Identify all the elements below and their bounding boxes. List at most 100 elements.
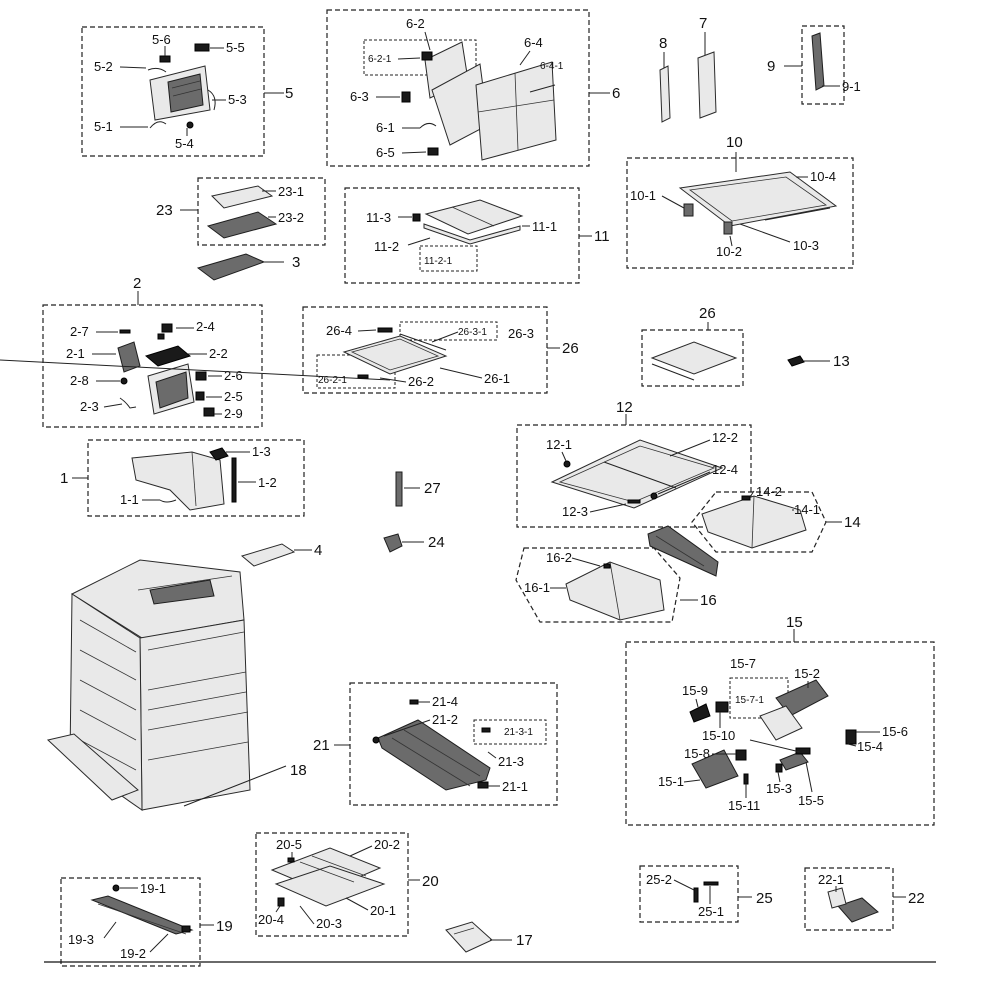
label-15-4: 15-4 xyxy=(857,739,883,754)
group-26-shelf: 26-4 26-3-1 26-3 26-2-1 26-2 26-1 26 xyxy=(0,306,579,394)
label-11-3: 11-3 xyxy=(366,210,391,225)
part-20-basket[interactable] xyxy=(270,847,386,907)
part-12-cover[interactable] xyxy=(550,439,724,509)
part-8[interactable] xyxy=(659,65,671,123)
group-5-box xyxy=(81,26,265,157)
label-15-2: 15-2 xyxy=(794,666,820,681)
label-26-3: 26-3 xyxy=(508,326,534,341)
group-23-box xyxy=(197,177,326,246)
label-5-4: 5-4 xyxy=(175,136,194,151)
part-11-shelf[interactable] xyxy=(412,199,524,245)
label-6-3: 6-3 xyxy=(350,89,369,104)
part-18-cabinet[interactable] xyxy=(46,559,251,811)
part-25-1[interactable] xyxy=(693,887,699,903)
label-24: 24 xyxy=(428,534,445,551)
group-23: 23-1 23-2 23 xyxy=(156,177,326,246)
label-16-1: 16-1 xyxy=(524,580,550,595)
part-drawer-rail[interactable] xyxy=(647,525,719,577)
group-6: 6-2 6-2-1 6-4 6-4-1 6-3 6-1 6-5 6 xyxy=(326,9,620,167)
part-9[interactable] xyxy=(811,32,825,91)
label-9-1: 9-1 xyxy=(842,79,861,94)
label-19: 19 xyxy=(216,918,233,935)
label-15-5: 15-5 xyxy=(798,793,824,808)
label-7: 7 xyxy=(699,15,707,32)
label-21-1: 21-1 xyxy=(502,779,528,794)
label-27: 27 xyxy=(424,480,441,497)
group-20: 20-5 20-2 20-1 20-4 20-3 20 xyxy=(255,832,439,937)
label-5-6: 5-6 xyxy=(152,32,171,47)
label-13: 13 xyxy=(833,353,850,370)
part-14-drawer[interactable] xyxy=(701,495,807,549)
label-4: 4 xyxy=(314,542,322,559)
label-22-1: 22-1 xyxy=(818,872,844,887)
group-11: 11-3 11-1 11-2 11-2-1 11 xyxy=(344,187,610,284)
group-25: 25-2 25-1 25 xyxy=(639,865,773,923)
part-24[interactable] xyxy=(383,533,403,553)
group-4: 4 xyxy=(240,542,322,567)
label-15-1: 15-1 xyxy=(658,774,684,789)
part-23-2[interactable] xyxy=(206,211,278,239)
group-26-box xyxy=(302,306,548,394)
group-14-box xyxy=(691,491,827,553)
part-21-rails[interactable] xyxy=(372,699,491,791)
group-15-box xyxy=(625,641,935,826)
label-20-2: 20-2 xyxy=(374,837,400,852)
label-12-3: 12-3 xyxy=(562,504,588,519)
part-26-glass[interactable] xyxy=(650,341,738,375)
label-22: 22 xyxy=(908,890,925,907)
label-14-2: 14-2 xyxy=(756,484,782,499)
part-1-bucket[interactable] xyxy=(131,447,237,511)
label-10-4: 10-4 xyxy=(810,169,836,184)
part-22[interactable] xyxy=(827,887,879,923)
part-5-assembly[interactable] xyxy=(147,43,216,129)
group-16: 16-2 16-1 16 xyxy=(515,547,717,623)
label-6-4-1: 6-4-1 xyxy=(540,61,564,72)
label-26-3-1: 26-3-1 xyxy=(458,327,487,338)
label-2-5: 2-5 xyxy=(224,389,243,404)
part-23-1[interactable] xyxy=(210,185,274,209)
group-1: 1-3 1-2 1-1 1 xyxy=(60,439,305,517)
part-7[interactable] xyxy=(697,51,717,119)
part-26-shelf[interactable] xyxy=(0,327,448,381)
label-25-1: 25-1 xyxy=(698,904,724,919)
part-3[interactable] xyxy=(196,253,266,281)
part-4[interactable] xyxy=(240,543,296,567)
group-10-box xyxy=(626,157,854,269)
group-21: 21-4 21-2 21-3-1 21-3 21-1 21 xyxy=(313,682,558,806)
part-13[interactable] xyxy=(787,355,805,367)
group-25-box xyxy=(639,865,739,923)
group-8: 8 xyxy=(659,35,671,123)
group-11-2-box xyxy=(419,245,478,272)
group-7: 7 xyxy=(697,15,717,119)
group-15: 15 15-7 15-7-1 15-2 15-9 15-10 15-6 15-4… xyxy=(625,614,935,826)
part-2-assembly[interactable] xyxy=(117,323,215,417)
label-26-2-1: 26-2-1 xyxy=(318,375,347,386)
group-12-box xyxy=(516,424,752,528)
group-27: 27 xyxy=(395,471,441,507)
label-21-4: 21-4 xyxy=(432,694,458,709)
group-6-box xyxy=(326,9,590,167)
label-2-3: 2-3 xyxy=(80,399,99,414)
group-19: 19-1 19-3 19-2 19 xyxy=(60,877,233,967)
label-19-3: 19-3 xyxy=(68,932,94,947)
part-17[interactable] xyxy=(445,921,493,953)
part-10-shelf[interactable] xyxy=(678,171,838,235)
label-18: 18 xyxy=(290,762,307,779)
label-2: 2 xyxy=(133,275,141,292)
label-15-11: 15-11 xyxy=(728,798,760,813)
part-15-assembly[interactable] xyxy=(689,679,857,789)
label-14: 14 xyxy=(844,514,861,531)
label-1-2: 1-2 xyxy=(258,475,277,490)
label-11-2: 11-2 xyxy=(374,239,399,254)
group-14: 14-2 14-1 14 xyxy=(647,484,861,577)
part-25-2[interactable] xyxy=(703,881,719,886)
part-16-drawer[interactable] xyxy=(565,561,665,621)
label-15-8: 15-8 xyxy=(684,746,710,761)
label-6-5: 6-5 xyxy=(376,145,395,160)
part-27[interactable] xyxy=(395,471,403,507)
label-20-3: 20-3 xyxy=(316,916,342,931)
part-6-assembly[interactable] xyxy=(401,41,557,161)
part-19-rail[interactable] xyxy=(90,884,194,935)
label-20-1: 20-1 xyxy=(370,903,396,918)
